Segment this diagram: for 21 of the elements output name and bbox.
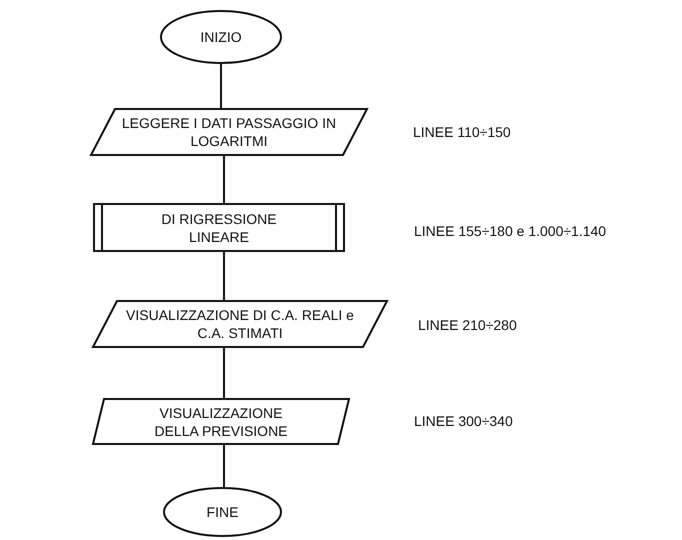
step-text: VISUALIZZAZIONE DELLA PREVISIONE <box>153 404 289 440</box>
input-output-parallelogram <box>92 300 388 348</box>
input-output-parallelogram <box>90 108 368 156</box>
line-range-note: LINEE 155÷180 e 1.000÷1.140 <box>414 223 606 239</box>
start-terminal <box>160 10 282 64</box>
line-range-note: LINEE 110÷150 <box>413 124 511 140</box>
step-text: FINE <box>206 503 240 521</box>
predefined-process-box <box>93 203 345 252</box>
connector-line <box>223 445 225 487</box>
line-range-note: LINEE 210÷280 <box>418 317 517 333</box>
connector-line <box>220 64 222 108</box>
input-output-parallelogram <box>92 398 350 445</box>
step-text: DI RIGRESSIONE LINEARE <box>160 210 278 246</box>
connector-line <box>223 348 225 398</box>
line-range-note: LINEE 300÷340 <box>414 413 513 429</box>
end-terminal <box>163 487 282 537</box>
step-text: VISUALIZZAZIONE DI C.A. REALI e C.A. STIMATI <box>125 306 355 342</box>
step-text: LEGGERE I DATI PASSAGGIO IN LOGARITMI <box>122 114 336 150</box>
step-text: INIZIO <box>199 28 243 46</box>
connector-line <box>223 252 225 300</box>
connector-line <box>223 156 225 203</box>
